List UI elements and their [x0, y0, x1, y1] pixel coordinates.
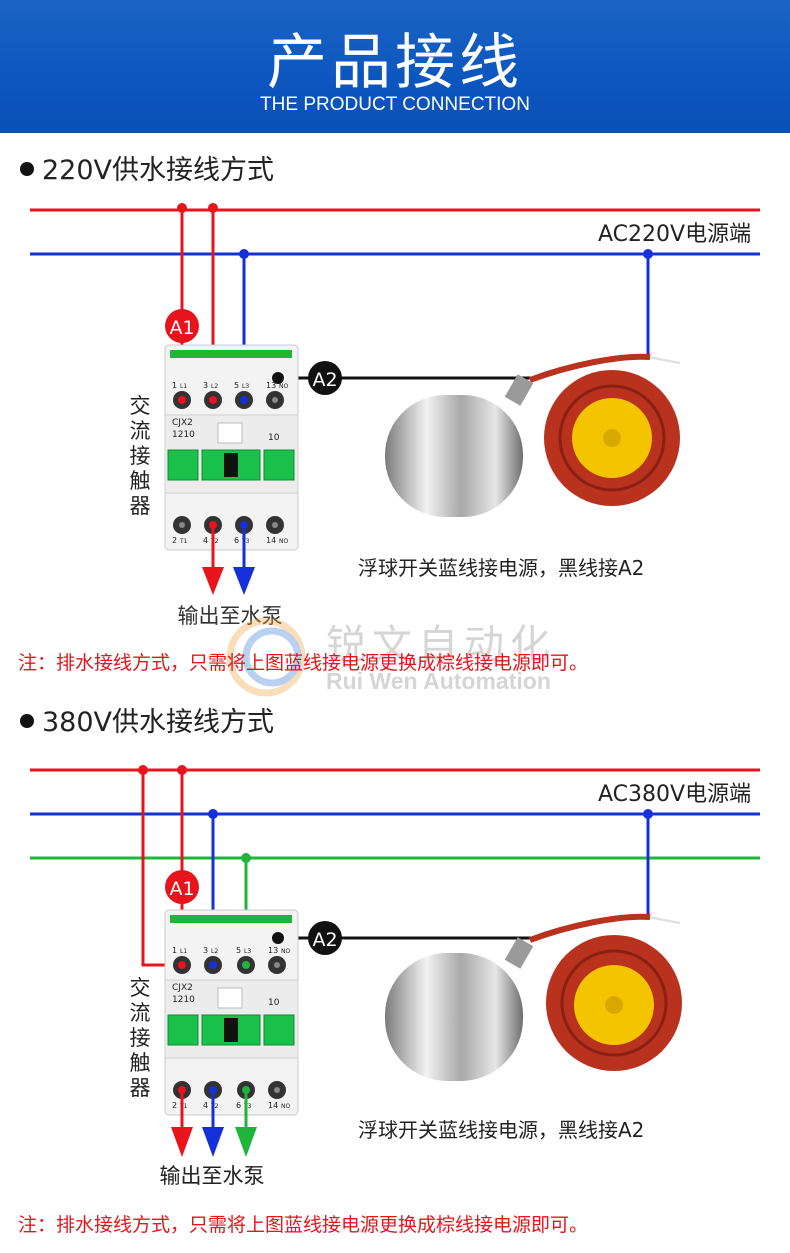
- a1-badge: [165, 870, 199, 904]
- svg-text:NO: NO: [279, 383, 288, 390]
- svg-text:1210: 1210: [172, 995, 195, 1005]
- a2-label: A2: [312, 929, 337, 951]
- a2-badge: [308, 921, 342, 955]
- header-banner: 产品接线 THE PRODUCT CONNECTION: [0, 0, 790, 133]
- output-arrow-blue: [233, 567, 255, 595]
- brand-logo-icon: [226, 617, 306, 697]
- svg-text:NO: NO: [279, 538, 288, 545]
- a2-label: A2: [312, 369, 337, 391]
- svg-text:13: 13: [268, 946, 278, 955]
- svg-text:14: 14: [268, 1101, 278, 1110]
- svg-text:NO: NO: [281, 1103, 290, 1110]
- svg-text:器: 器: [130, 1076, 151, 1100]
- svg-text:1210: 1210: [172, 430, 195, 440]
- svg-text:2: 2: [172, 1101, 177, 1110]
- output-arrow-blue: [202, 1127, 224, 1157]
- svg-text:5: 5: [236, 946, 241, 955]
- output-arrow-green: [235, 1127, 257, 1157]
- svg-text:3: 3: [203, 381, 208, 390]
- watermark-cn: 锐文自动化: [326, 622, 556, 668]
- float-switch-380v: [385, 913, 682, 1081]
- svg-text:13: 13: [266, 381, 276, 390]
- svg-text:14: 14: [266, 536, 276, 545]
- svg-text:接: 接: [130, 444, 151, 468]
- wiring-diagram-380v: AC380V电源端 A1 A2 1 L1 3 L2 5 L3 13: [30, 765, 760, 1188]
- brand-watermark: 锐文自动化 Rui Wen Automation: [218, 612, 598, 702]
- bullet-icon: [20, 713, 34, 728]
- svg-text:接: 接: [130, 1026, 151, 1050]
- svg-text:L1: L1: [180, 383, 187, 390]
- svg-text:CJX2: CJX2: [172, 418, 193, 428]
- float-caption: 浮球开关蓝线接电源，黑线接A2: [358, 556, 644, 580]
- svg-text:L2: L2: [211, 948, 218, 955]
- output-label: 输出至水泵: [160, 1164, 265, 1188]
- svg-text:6: 6: [236, 1101, 241, 1110]
- wiring-diagram-220v: AC220V电源端 A1 A2 1 L1 3: [30, 203, 760, 628]
- svg-text:触: 触: [130, 1051, 151, 1075]
- svg-text:1: 1: [172, 381, 177, 390]
- note-380v: 注：排水接线方式，只需将上图蓝线接电源更换成棕线接电源即可。: [18, 1214, 589, 1236]
- section-title-220v: 220V供水接线方式: [20, 148, 274, 187]
- bullet-icon: [20, 161, 34, 176]
- float-switch-220v: [385, 353, 680, 517]
- contactor-220v: 1 L1 3 L2 5 L3 13 NO 2 T1 4 T2 6 T3 14 N…: [164, 344, 299, 551]
- output-arrow-red: [171, 1127, 193, 1157]
- svg-text:交: 交: [130, 976, 151, 1000]
- a2-badge: [308, 361, 342, 395]
- svg-text:10: 10: [268, 998, 280, 1008]
- section-title-380v: 380V供水接线方式: [20, 700, 274, 739]
- svg-text:2: 2: [172, 536, 177, 545]
- output-label: 输出至水泵: [178, 604, 283, 628]
- watermark-en: Rui Wen Automation: [326, 668, 551, 694]
- svg-text:流: 流: [130, 419, 151, 443]
- a1-label: A1: [169, 878, 194, 900]
- svg-text:交: 交: [130, 394, 151, 418]
- svg-text:流: 流: [130, 1001, 151, 1025]
- svg-text:L1: L1: [180, 948, 187, 955]
- power-label: AC220V电源端: [598, 222, 751, 247]
- a1-badge: [165, 309, 199, 343]
- a1-label: A1: [169, 317, 194, 339]
- svg-text:5: 5: [234, 381, 239, 390]
- page-title: 产品接线: [267, 28, 523, 98]
- svg-text:4: 4: [203, 536, 208, 545]
- output-arrow-red: [202, 567, 224, 595]
- power-label: AC380V电源端: [598, 782, 751, 807]
- svg-text:1: 1: [172, 946, 177, 955]
- svg-text:NO: NO: [281, 948, 290, 955]
- note-220v: 注：排水接线方式，只需将上图蓝线接电源更换成棕线接电源即可。: [18, 652, 589, 674]
- svg-text:CJX2: CJX2: [172, 983, 193, 993]
- page-subtitle: THE PRODUCT CONNECTION: [260, 94, 530, 115]
- svg-text:器: 器: [130, 494, 151, 518]
- svg-text:L3: L3: [242, 383, 249, 390]
- float-caption: 浮球开关蓝线接电源，黑线接A2: [358, 1118, 644, 1142]
- contactor-380v: 1 L1 3 L2 5 L3 13 NO 2 T1 4 T2 6 T3 14 N…: [164, 909, 299, 1116]
- svg-text:10: 10: [268, 433, 280, 443]
- svg-text:3: 3: [203, 946, 208, 955]
- svg-text:L2: L2: [211, 383, 218, 390]
- svg-text:触: 触: [130, 469, 151, 493]
- svg-text:L3: L3: [244, 948, 251, 955]
- svg-text:4: 4: [203, 1101, 208, 1110]
- svg-text:T1: T1: [179, 538, 188, 545]
- svg-text:6: 6: [234, 536, 239, 545]
